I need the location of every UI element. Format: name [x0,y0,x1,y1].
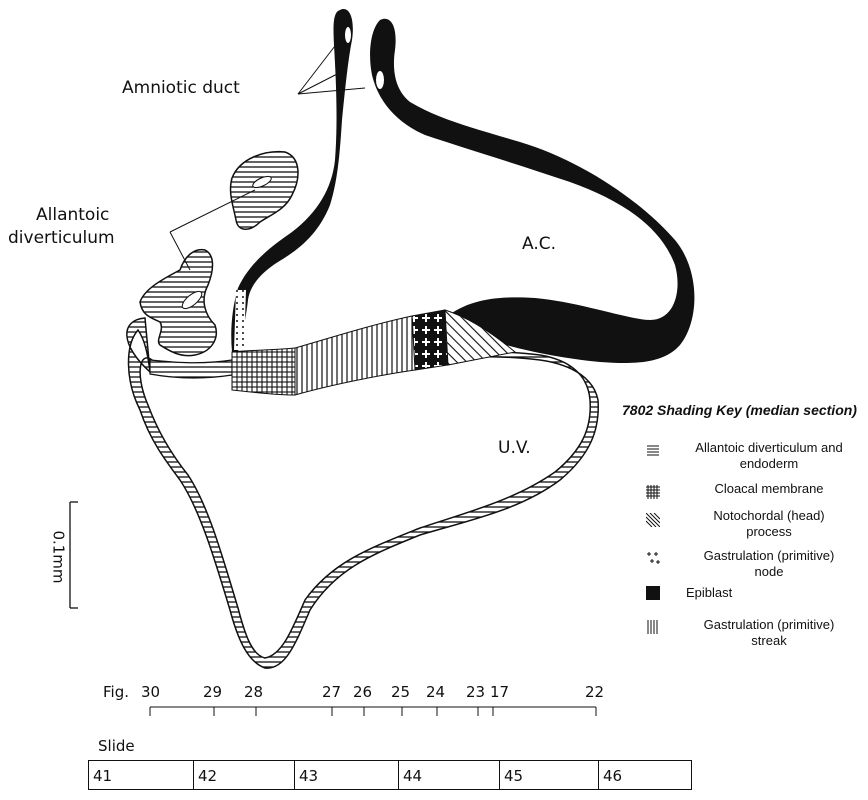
slide-cell-number: 43 [299,767,318,785]
slide-cell: 46 [598,760,692,790]
slide-cell-number: 46 [603,767,622,785]
epiblast-dotted-edge [234,290,246,350]
slide-cell-number: 45 [504,767,523,785]
fig-number: 23 [466,683,485,701]
primitive-streak [295,316,415,395]
label-allantoic-line2: diverticulum [8,228,115,248]
fig-prefix: Fig. [103,683,129,701]
key-item-line2: streak [751,633,786,648]
fig-number: 30 [141,683,160,701]
slide-cell: 43 [294,760,398,790]
key-item-line1: Gastrulation (primitive) [704,617,835,632]
amniotic-duct-leaders [298,42,365,94]
swatch-vertical-lines-icon [646,620,660,634]
swatch-crosses-icon [646,551,660,565]
key-item-line1: Cloacal membrane [714,481,823,496]
scale-bar [70,502,78,608]
amniotic-duct-lumen-2 [376,71,384,89]
swatch-horizontal-lines-icon [646,444,660,458]
cloacal-membrane [232,348,295,395]
label-amniotic-cavity: A.C. [522,234,556,254]
epiblast-amnion [231,9,694,363]
fig-number: 26 [353,683,372,701]
key-item-line2: node [755,564,784,579]
label-amniotic-duct: Amniotic duct [122,78,240,98]
fig-number: 25 [391,683,410,701]
allantoic-diverticulum-upper [231,152,298,230]
slide-cell-number: 42 [198,767,217,785]
fig-number: 22 [585,683,604,701]
slide-cell-number: 44 [403,767,422,785]
label-scale: 0.1mm [50,530,68,583]
slide-cell: 45 [499,760,598,790]
shading-key-title: 7802 Shading Key (median section) [622,402,857,418]
slide-cell: 41 [88,760,193,790]
primitive-node [412,310,448,370]
key-item-primitive-node: Gastrulation (primitive)node [636,548,866,588]
fig-number: 28 [244,683,263,701]
amniotic-duct-lumen-1 [345,27,351,43]
key-item-line1: Allantoic diverticulum and [695,440,842,455]
slide-label: Slide [98,737,135,755]
key-item-primitive-streak: Gastrulation (primitive)streak [636,617,866,657]
slide-cell: 42 [193,760,294,790]
key-item-line1: Gastrulation (primitive) [704,548,835,563]
fig-axis [150,707,596,716]
allantoic-diverticulum-lower [140,250,216,356]
key-item-line1: Epiblast [686,585,732,600]
label-umbilical-vesicle: U.V. [498,438,531,458]
swatch-diagonal-lines-icon [646,513,660,527]
key-item-line1: Notochordal (head) [713,508,824,523]
fig-number: 17 [490,683,509,701]
fig-number: 27 [322,683,341,701]
endoderm-strip [150,360,232,378]
swatch-solid-black-icon [646,586,660,600]
key-item-notochordal: Notochordal (head)process [636,508,866,548]
fig-number: 24 [426,683,445,701]
key-item-line2: endoderm [740,456,799,471]
fig-number: 29 [203,683,222,701]
key-item-line2: process [746,524,792,539]
swatch-grid-icon [646,485,660,499]
slide-cell: 44 [398,760,499,790]
slide-cell-number: 41 [93,767,112,785]
label-allantoic-line1: Allantoic [36,205,109,225]
